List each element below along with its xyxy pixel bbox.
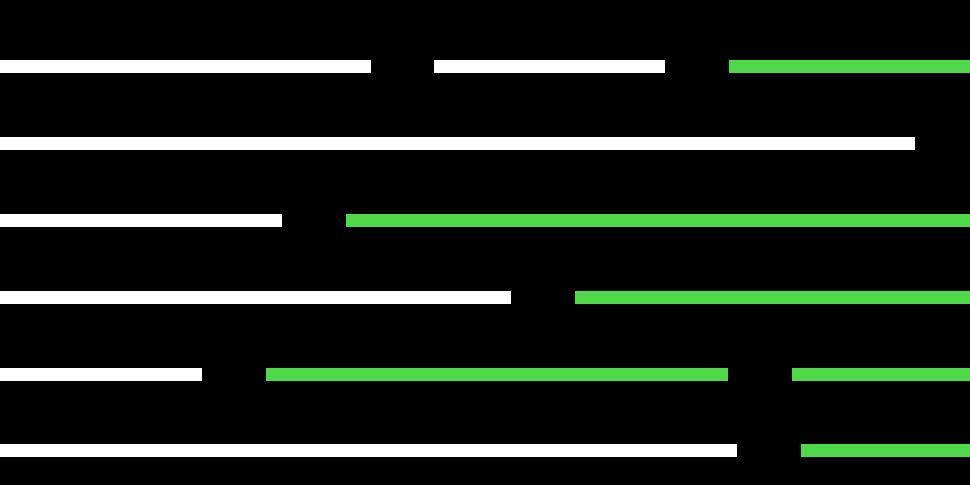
line-row-6-segment-2 bbox=[801, 444, 970, 457]
line-row-4-segment-1 bbox=[0, 291, 511, 304]
line-row-6-segment-1 bbox=[0, 444, 737, 457]
line-row-3-segment-1 bbox=[0, 214, 282, 227]
line-row-1-segment-1 bbox=[0, 60, 371, 73]
line-row-1-segment-3 bbox=[729, 60, 970, 73]
line-row-2-segment-1 bbox=[0, 137, 915, 150]
line-row-5-segment-2 bbox=[266, 368, 728, 381]
line-row-3-segment-2 bbox=[346, 214, 970, 227]
line-row-1-segment-2 bbox=[434, 60, 665, 73]
line-row-4-segment-2 bbox=[575, 291, 970, 304]
line-row-5-segment-1 bbox=[0, 368, 202, 381]
line-row-5-segment-3 bbox=[792, 368, 970, 381]
